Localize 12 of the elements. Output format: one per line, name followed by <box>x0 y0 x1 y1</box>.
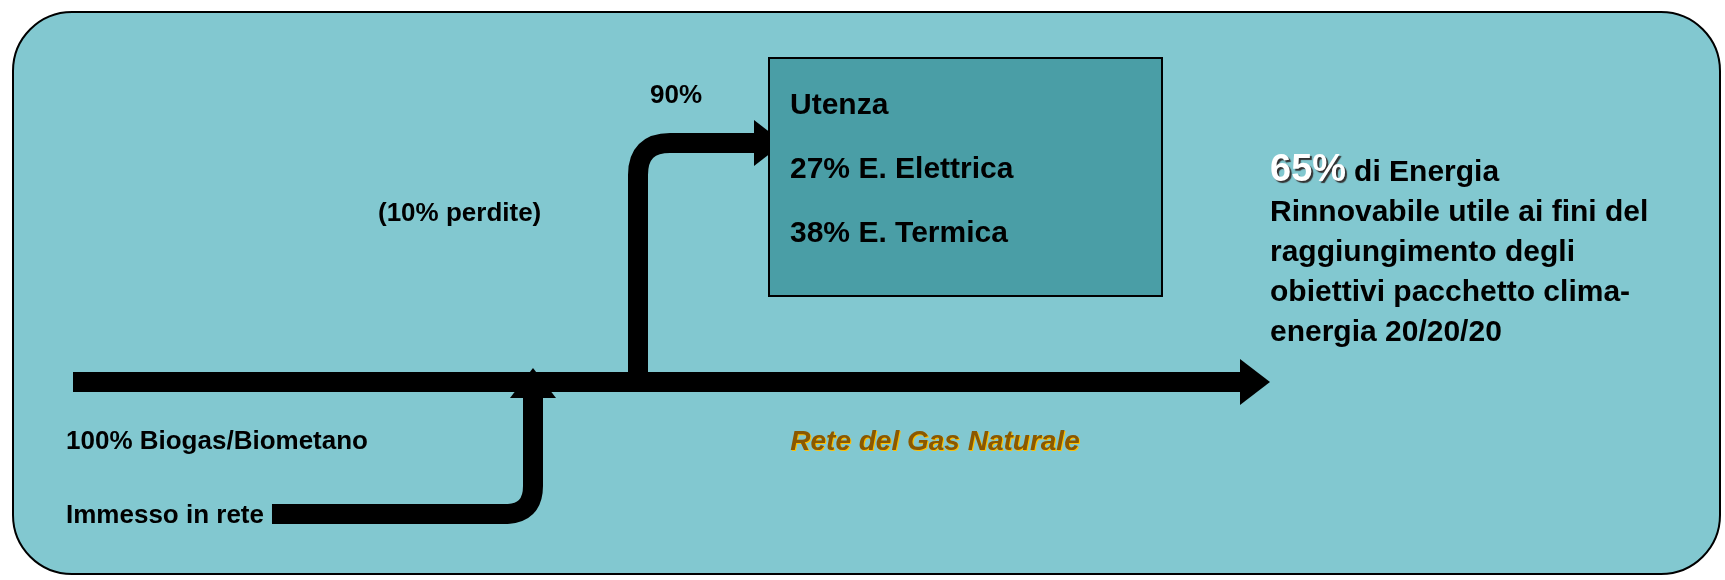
box-text: 38% E. Termica <box>790 215 1009 249</box>
loss-label: (10% perdite) <box>378 196 542 229</box>
box-text: Utenza <box>790 87 890 121</box>
edge-label: 90% <box>650 78 703 111</box>
box-text: 27% E. Elettrica <box>790 151 1015 185</box>
source-text: 100% Biogas/Biometano <box>66 425 368 455</box>
result-text: 65% di Energia Rinnovabile utile ai fini del raggiungimento degli obiettivi pacchetto clima-energia 20/20/20 <box>1270 148 1670 528</box>
process-box <box>768 57 1163 297</box>
edge-label: Rete del Gas Naturale <box>789 424 1081 458</box>
arrow <box>272 368 556 524</box>
source-text: Immesso in rete <box>66 499 264 529</box>
arrow <box>73 359 1270 405</box>
